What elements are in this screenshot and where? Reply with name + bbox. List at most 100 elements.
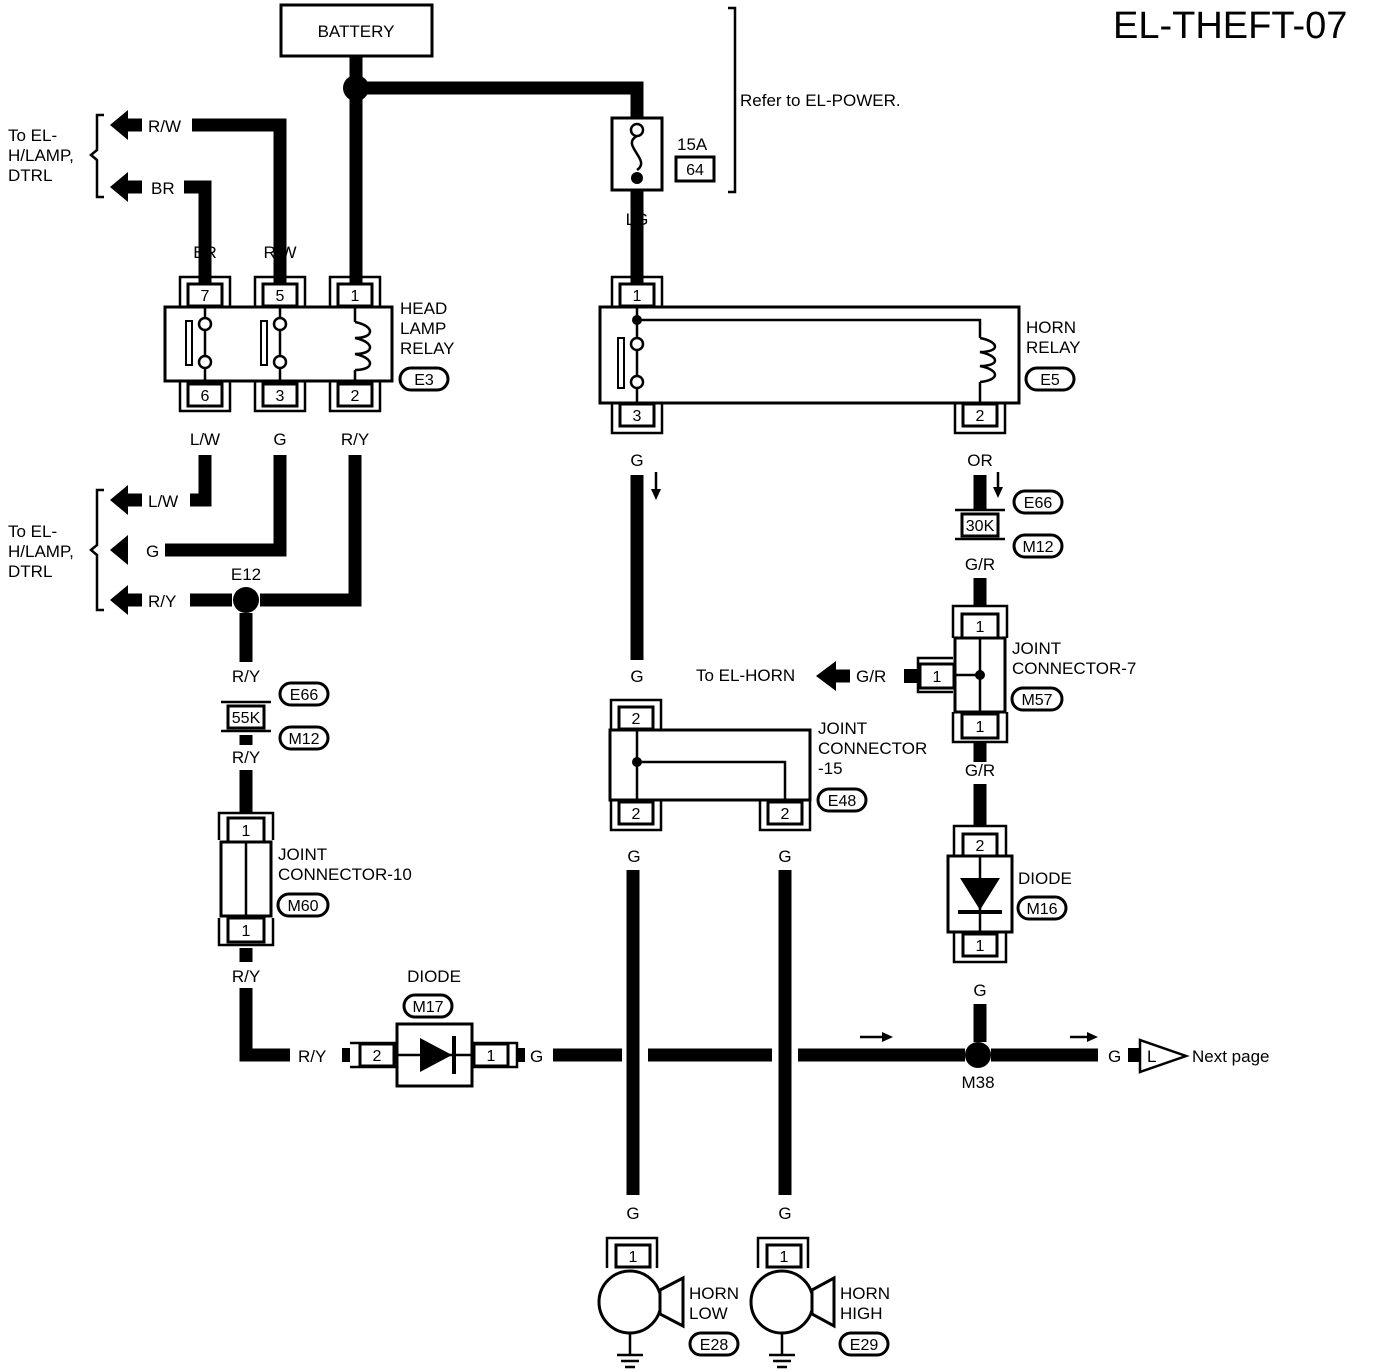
arrow-br-out xyxy=(110,172,128,202)
to-el-hlamp-bottom: To EL- H/LAMP, DTRL xyxy=(8,488,104,612)
hlr-pin-5: 5 xyxy=(276,288,285,305)
jc7-pin-top: 1 xyxy=(976,619,985,636)
to-el-hlamp-top: To EL- H/LAMP, DTRL xyxy=(8,113,104,199)
hlr-connector: E3 xyxy=(414,372,434,389)
resistor-30k: 30K E66 M12 xyxy=(955,489,1064,559)
to-el-hlamp-bottom-line3: DTRL xyxy=(8,562,52,581)
hr-pin-3: 3 xyxy=(633,408,642,425)
diode-m16-name: DIODE xyxy=(1018,869,1072,888)
joint-connector-10: 1 1 JOINT CONNECTOR-10 M60 xyxy=(217,811,412,947)
hlr-pin-2: 2 xyxy=(351,388,360,405)
horn-high-name-1: HORN xyxy=(840,1284,890,1303)
diode-m17-connector: M17 xyxy=(412,999,443,1016)
diode-m17-plug-r xyxy=(517,1048,525,1062)
wire-color-lw-out: L/W xyxy=(148,492,178,511)
wire-color-g-m17: G xyxy=(530,1047,543,1066)
wire-color-g-m16: G xyxy=(973,981,986,1000)
arrow-rw-out xyxy=(110,110,128,140)
resistor-55k: 55K E66 M12 xyxy=(221,681,330,751)
next-page-connector xyxy=(1138,1038,1190,1074)
horn-low-pin: 1 xyxy=(629,1249,638,1266)
wire-lw xyxy=(128,455,212,507)
jc7-pin-bottom: 1 xyxy=(976,719,985,736)
hlr-pin-1: 1 xyxy=(351,288,360,305)
hlr-pin-3: 3 xyxy=(276,388,285,405)
resistor-30k-value: 30K xyxy=(966,518,995,535)
jc10-name-2: CONNECTOR-10 xyxy=(278,865,412,884)
wire-color-ry-1: R/Y xyxy=(232,667,260,686)
wire-color-g-next: G xyxy=(1108,1047,1121,1066)
wire-color-ry-pin: R/Y xyxy=(341,430,369,449)
wire-color-or: OR xyxy=(967,451,993,470)
jc15-name-3: -15 xyxy=(818,759,843,778)
splice-battery xyxy=(343,75,369,101)
next-page-letter: L xyxy=(1147,1047,1156,1066)
resistor-30k-conn-2: M12 xyxy=(1022,539,1053,556)
wire-br xyxy=(128,180,212,285)
hr-name-1: HORN xyxy=(1026,318,1076,337)
hr-pin-2: 2 xyxy=(976,408,985,425)
wire-ry-down xyxy=(239,613,290,1062)
head-lamp-relay: 7 5 1 6 3 2 HEAD LAMP RELAY E3 xyxy=(163,275,455,413)
next-page-label: Next page xyxy=(1192,1047,1270,1066)
jc7-name-2: CONNECTOR-7 xyxy=(1012,659,1136,678)
wire-color-gr-side: G/R xyxy=(856,667,886,686)
wire-color-g-pin: G xyxy=(273,430,286,449)
horn-low-connector: E28 xyxy=(700,1337,729,1354)
jc15-pin-top: 2 xyxy=(632,711,641,728)
wire-color-ry-4: R/Y xyxy=(298,1047,326,1066)
hlr-pin-7: 7 xyxy=(201,288,210,305)
wire-color-br-pin: BR xyxy=(193,243,217,262)
horn-high-pin: 1 xyxy=(780,1249,789,1266)
diode-m16-pin-1: 1 xyxy=(976,938,985,955)
hr-connector: E5 xyxy=(1040,372,1060,389)
splice-m38 xyxy=(965,1042,991,1068)
to-el-hlamp-top-line3: DTRL xyxy=(8,166,52,185)
wire-color-lw-pin: L/W xyxy=(190,430,220,449)
joint-connector-15: 2 2 2 JOINT CONNECTOR -15 E48 xyxy=(608,698,927,832)
jc15-pin-bottom-left: 2 xyxy=(632,806,641,823)
resistor-55k-conn-1: E66 xyxy=(290,687,319,704)
wire-color-rw-top: R/W xyxy=(148,117,181,136)
jc15-connector: E48 xyxy=(828,793,857,810)
to-el-hlamp-top-line2: H/LAMP, xyxy=(8,146,74,165)
wire-ry-hl xyxy=(128,455,362,607)
jc10-pin-bottom: 1 xyxy=(242,923,251,940)
jc7-connector: M57 xyxy=(1021,692,1052,709)
wire-color-ry-out: R/Y xyxy=(148,592,176,611)
refer-note: Refer to EL-POWER. xyxy=(740,91,901,110)
to-el-hlamp-top-line1: To EL- xyxy=(8,126,57,145)
jc15-name-1: JOINT xyxy=(818,719,867,738)
jc10-name-1: JOINT xyxy=(278,845,327,864)
wire-color-g-low: G xyxy=(626,1204,639,1223)
joint-connector-7: 1 1 1 JOINT CONNECTOR-7 M57 xyxy=(904,604,1136,744)
diode-m16-pin-2: 2 xyxy=(976,838,985,855)
battery-label: BATTERY xyxy=(318,22,395,41)
horn-relay: 1 3 2 HORN RELAY E5 xyxy=(598,275,1081,435)
resistor-30k-conn-1: E66 xyxy=(1024,495,1053,512)
fuse-rating: 15A xyxy=(677,135,708,154)
hlr-pin-6: 6 xyxy=(201,388,210,405)
to-el-hlamp-bottom-line2: H/LAMP, xyxy=(8,542,74,561)
jc7-pin-side: 1 xyxy=(933,669,942,686)
wire-color-lg: LG xyxy=(626,210,649,229)
diode-m16: 2 1 DIODE M16 xyxy=(946,824,1072,964)
diode-m16-connector: M16 xyxy=(1026,901,1057,918)
arrow-ry-out xyxy=(110,585,128,615)
arrow-lw-out xyxy=(110,485,128,515)
next-page-plug xyxy=(1128,1048,1140,1062)
wire-color-rw-pin: R/W xyxy=(263,243,296,262)
jc7-name-1: JOINT xyxy=(1012,639,1061,658)
fuse: 15A 64 xyxy=(610,116,716,192)
horn-low-name-1: HORN xyxy=(689,1284,739,1303)
hlr-name-1: HEAD xyxy=(400,299,447,318)
fuse-number: 64 xyxy=(686,162,704,179)
diode-m17-name: DIODE xyxy=(407,967,461,986)
resistor-55k-conn-2: M12 xyxy=(288,731,319,748)
diode-m17: 2 1 DIODE M17 xyxy=(342,967,525,1088)
battery: BATTERY xyxy=(279,3,434,58)
splice-e12-label: E12 xyxy=(231,565,261,584)
wire-color-g-jc15-l: G xyxy=(627,847,640,866)
wire-g-hl xyxy=(165,455,287,557)
